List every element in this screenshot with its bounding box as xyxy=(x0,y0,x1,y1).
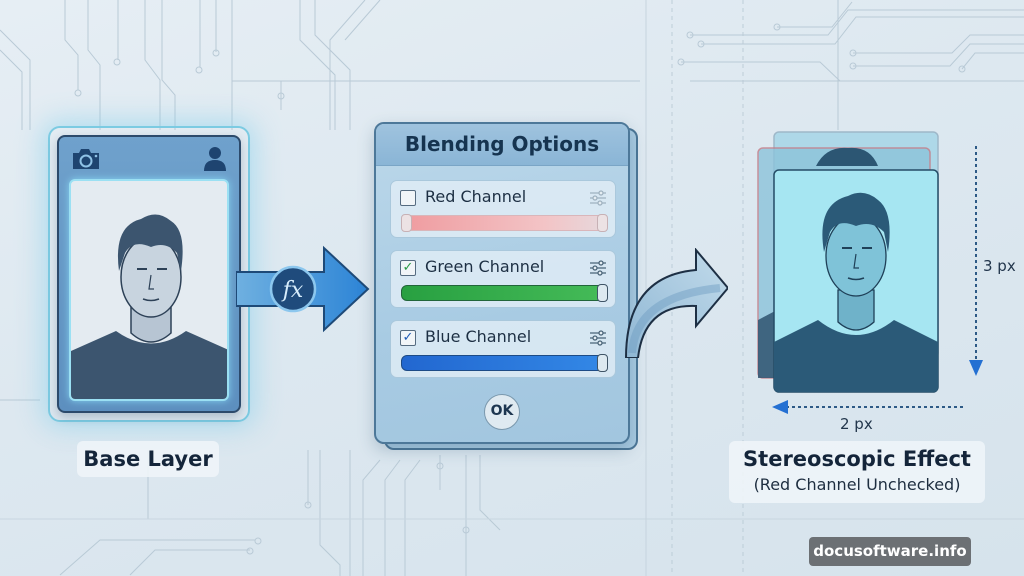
blue-slider-thumb[interactable] xyxy=(597,354,608,372)
channel-row-blue: ✓ Blue Channel xyxy=(390,320,616,378)
result-title: Stereoscopic Effect xyxy=(743,447,971,471)
fx-arrow-icon: fx xyxy=(236,245,370,333)
green-channel-settings-icon[interactable] xyxy=(589,260,607,276)
green-channel-checkbox[interactable]: ✓ xyxy=(400,260,416,276)
base-layer-card[interactable] xyxy=(57,135,241,413)
ok-button[interactable]: OK xyxy=(484,394,520,430)
green-slider-thumb[interactable] xyxy=(597,284,608,302)
camera-icon xyxy=(73,149,99,169)
blending-options-dialog: Blending Options Red Channel ✓ Green Cha… xyxy=(374,122,630,444)
green-channel-label: Green Channel xyxy=(425,257,545,276)
watermark: docusoftware.info xyxy=(809,537,971,566)
red-channel-slider[interactable] xyxy=(401,214,608,232)
vertical-offset-label: 3 px xyxy=(983,257,1016,275)
stereoscopic-preview xyxy=(756,130,946,410)
red-slider-thumb-left[interactable] xyxy=(401,214,412,232)
channel-row-green: ✓ Green Channel xyxy=(390,250,616,308)
result-subtitle: (Red Channel Unchecked) xyxy=(753,475,961,494)
fx-badge-icon xyxy=(269,265,317,313)
green-channel-slider[interactable] xyxy=(401,284,608,302)
blue-channel-settings-icon[interactable] xyxy=(589,330,607,346)
red-channel-label: Red Channel xyxy=(425,187,527,206)
blue-channel-label: Blue Channel xyxy=(425,327,532,346)
dialog-title: Blending Options xyxy=(376,124,628,166)
red-channel-checkbox[interactable] xyxy=(400,190,416,206)
svg-text:fx: fx xyxy=(281,278,304,303)
horizontal-offset-label: 2 px xyxy=(840,415,873,433)
horizontal-offset-arrow-icon xyxy=(772,400,964,414)
red-channel-settings-icon[interactable] xyxy=(589,190,607,206)
channel-row-red: Red Channel xyxy=(390,180,616,238)
base-layer-label: Base Layer xyxy=(77,441,219,477)
blue-channel-checkbox[interactable]: ✓ xyxy=(400,330,416,346)
vertical-offset-arrow-icon xyxy=(969,146,983,376)
user-icon xyxy=(204,147,226,171)
curved-arrow-icon xyxy=(624,248,728,358)
base-portrait-photo xyxy=(69,179,229,401)
blue-channel-slider[interactable] xyxy=(401,354,608,372)
stereoscopic-effect-label: Stereoscopic Effect (Red Channel Uncheck… xyxy=(729,441,985,503)
red-slider-thumb-right[interactable] xyxy=(597,214,608,232)
